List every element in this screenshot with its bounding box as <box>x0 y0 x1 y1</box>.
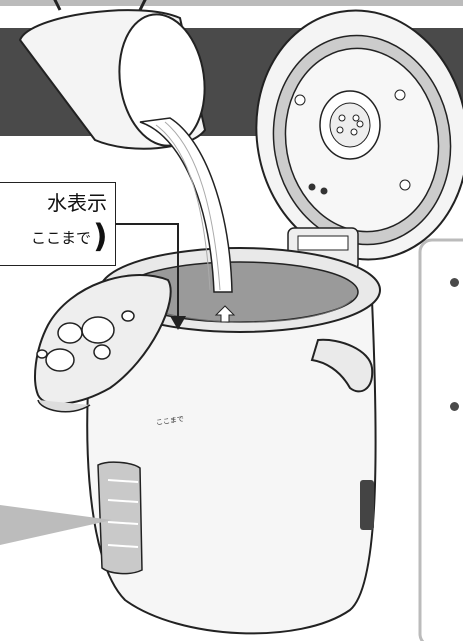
water-stream <box>139 117 233 293</box>
bullet-icon <box>450 402 459 411</box>
pitcher-icon <box>18 0 207 150</box>
kettle-body <box>86 247 381 635</box>
zoom-pointer <box>0 505 112 545</box>
bullet-icon <box>450 278 459 287</box>
callout-paren: ) <box>93 217 108 255</box>
header-line <box>0 0 463 6</box>
side-panel <box>418 238 463 641</box>
water-window <box>97 461 143 575</box>
water-level-callout: 水表示 ここまで ) <box>0 182 116 266</box>
control-cap <box>34 274 172 413</box>
lid <box>255 9 463 271</box>
max-mark-arrow-icon <box>214 305 236 323</box>
callout-subtitle: ここまで <box>30 229 91 247</box>
callout-title: 水表示 <box>47 191 107 215</box>
arrow-down-icon <box>116 223 186 330</box>
